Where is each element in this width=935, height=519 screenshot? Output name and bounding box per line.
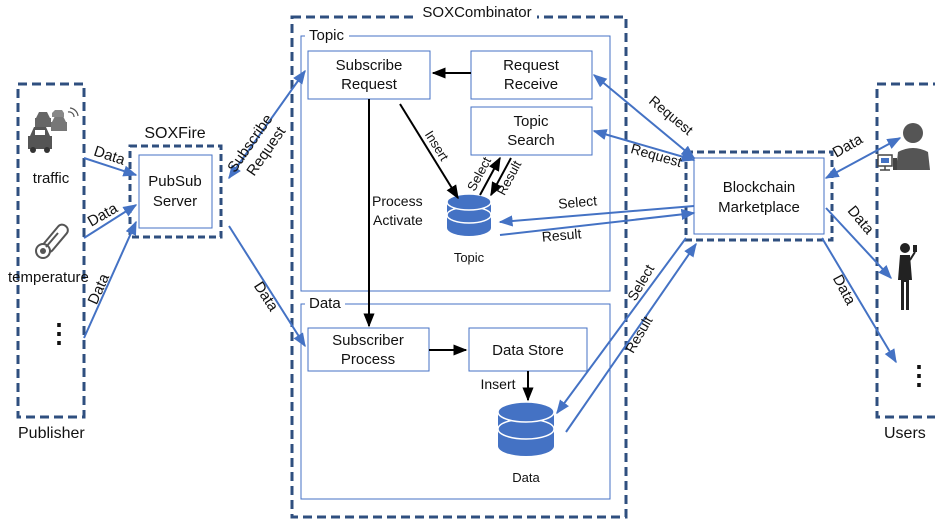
blockchain-frame [684, 150, 834, 242]
label-activate: Activate [373, 212, 423, 228]
request-receive-box: Request Receive [470, 50, 593, 100]
request-receive-line2: Receive [504, 76, 558, 93]
arrow-temperature-to-pubsub [83, 204, 138, 239]
blockchain-marketplace-box: Blockchain Marketplace [693, 157, 825, 235]
subscribe-request-line2: Request [341, 76, 398, 93]
label-request-search: Request [629, 140, 684, 170]
data-database: Data [497, 401, 555, 485]
subscriber-process-box: Subscriber Process [307, 327, 430, 372]
publisher-group-frame [16, 82, 86, 419]
topic-search-line2: Search [507, 132, 555, 149]
subscribe-request-box: Subscribe Request [307, 50, 431, 100]
traffic-cars-icon [28, 107, 79, 153]
arrow-more-to-pubsub [83, 220, 137, 339]
arrow-select-data-db [556, 237, 687, 415]
blockchain-line1: Blockchain [723, 179, 796, 196]
label-data-to-subscriber: Data [250, 279, 282, 315]
arrow-select-topic-db [498, 205, 695, 227]
arrow-data-to-user2 [825, 207, 892, 280]
topic-database: Topic [446, 193, 492, 265]
soxcombinator-label-bg [417, 4, 537, 22]
users-group-frame [875, 82, 935, 419]
arrow-data-to-user1 [824, 137, 902, 179]
subscriber-process-line2: Process [341, 351, 395, 368]
subscriber-process-line1: Subscriber [332, 332, 404, 349]
soxfire-label: SOXFire [144, 125, 205, 142]
label-result-topic: Result [494, 158, 525, 198]
blue-arrows [83, 69, 902, 433]
label-insert-data: Insert [480, 376, 515, 392]
blockchain-line2: Marketplace [718, 199, 800, 216]
arrow-traffic-to-pubsub [83, 157, 138, 177]
label-data-user1: Data [830, 130, 867, 161]
label-data-traffic: Data [92, 143, 128, 169]
black-arrows [363, 67, 534, 402]
data-store-label: Data Store [492, 342, 564, 359]
temperature-label: temperature [8, 269, 89, 286]
user-phone-icon [898, 243, 917, 310]
arrow-subscribe-request [228, 69, 306, 180]
data-section-panel [300, 303, 611, 500]
pubsub-server-line2: Server [153, 193, 197, 210]
data-section-label: Data [309, 295, 341, 312]
topic-database-label: Topic [454, 250, 485, 265]
subscribe-request-line1: Subscribe [336, 57, 403, 74]
soxfire-frame [128, 144, 223, 239]
label-request-receive: Request [646, 92, 696, 138]
topic-search-box: Topic Search [470, 106, 593, 156]
arrow-request-search [592, 129, 696, 162]
topic-section-label: Topic [309, 27, 345, 44]
label-result-db: Result [541, 225, 582, 244]
arrow-result-topic-db [499, 208, 696, 236]
topic-search-line1: Topic [513, 113, 549, 130]
pubsub-server-line1: PubSub [148, 173, 201, 190]
label-process: Process [372, 193, 423, 209]
arrow-data-to-user3 [821, 237, 897, 364]
arrow-result-topic [490, 157, 512, 197]
soxcombinator-label: SOXCombinator [422, 4, 531, 21]
traffic-label: traffic [33, 170, 70, 187]
label-select-db: Select [557, 192, 597, 211]
arrow-select-topic [479, 156, 501, 196]
arrow-result-data-db [565, 242, 697, 433]
pubsub-server-box: PubSub Server [138, 154, 213, 229]
request-receive-line1: Request [503, 57, 560, 74]
label-select-topic: Select [464, 154, 494, 193]
users-more-ellipsis: ⋮ [906, 360, 932, 390]
data-section-label-bg [305, 295, 345, 311]
label-data-more: Data [85, 271, 114, 307]
arrow-pubsub-to-subscriber [228, 225, 306, 348]
arrow-insert-topic [399, 103, 459, 200]
label-data-user3: Data [829, 272, 859, 309]
users-group-label: Users [884, 425, 926, 442]
data-store-box: Data Store [468, 327, 588, 372]
publisher-more-ellipsis: ⋮ [46, 318, 72, 348]
topic-section-label-bg [305, 27, 349, 43]
thermometer-icon [35, 223, 69, 259]
publisher-group-label: Publisher [18, 425, 85, 442]
soxcombinator-frame [290, 15, 628, 519]
data-database-label: Data [512, 470, 540, 485]
